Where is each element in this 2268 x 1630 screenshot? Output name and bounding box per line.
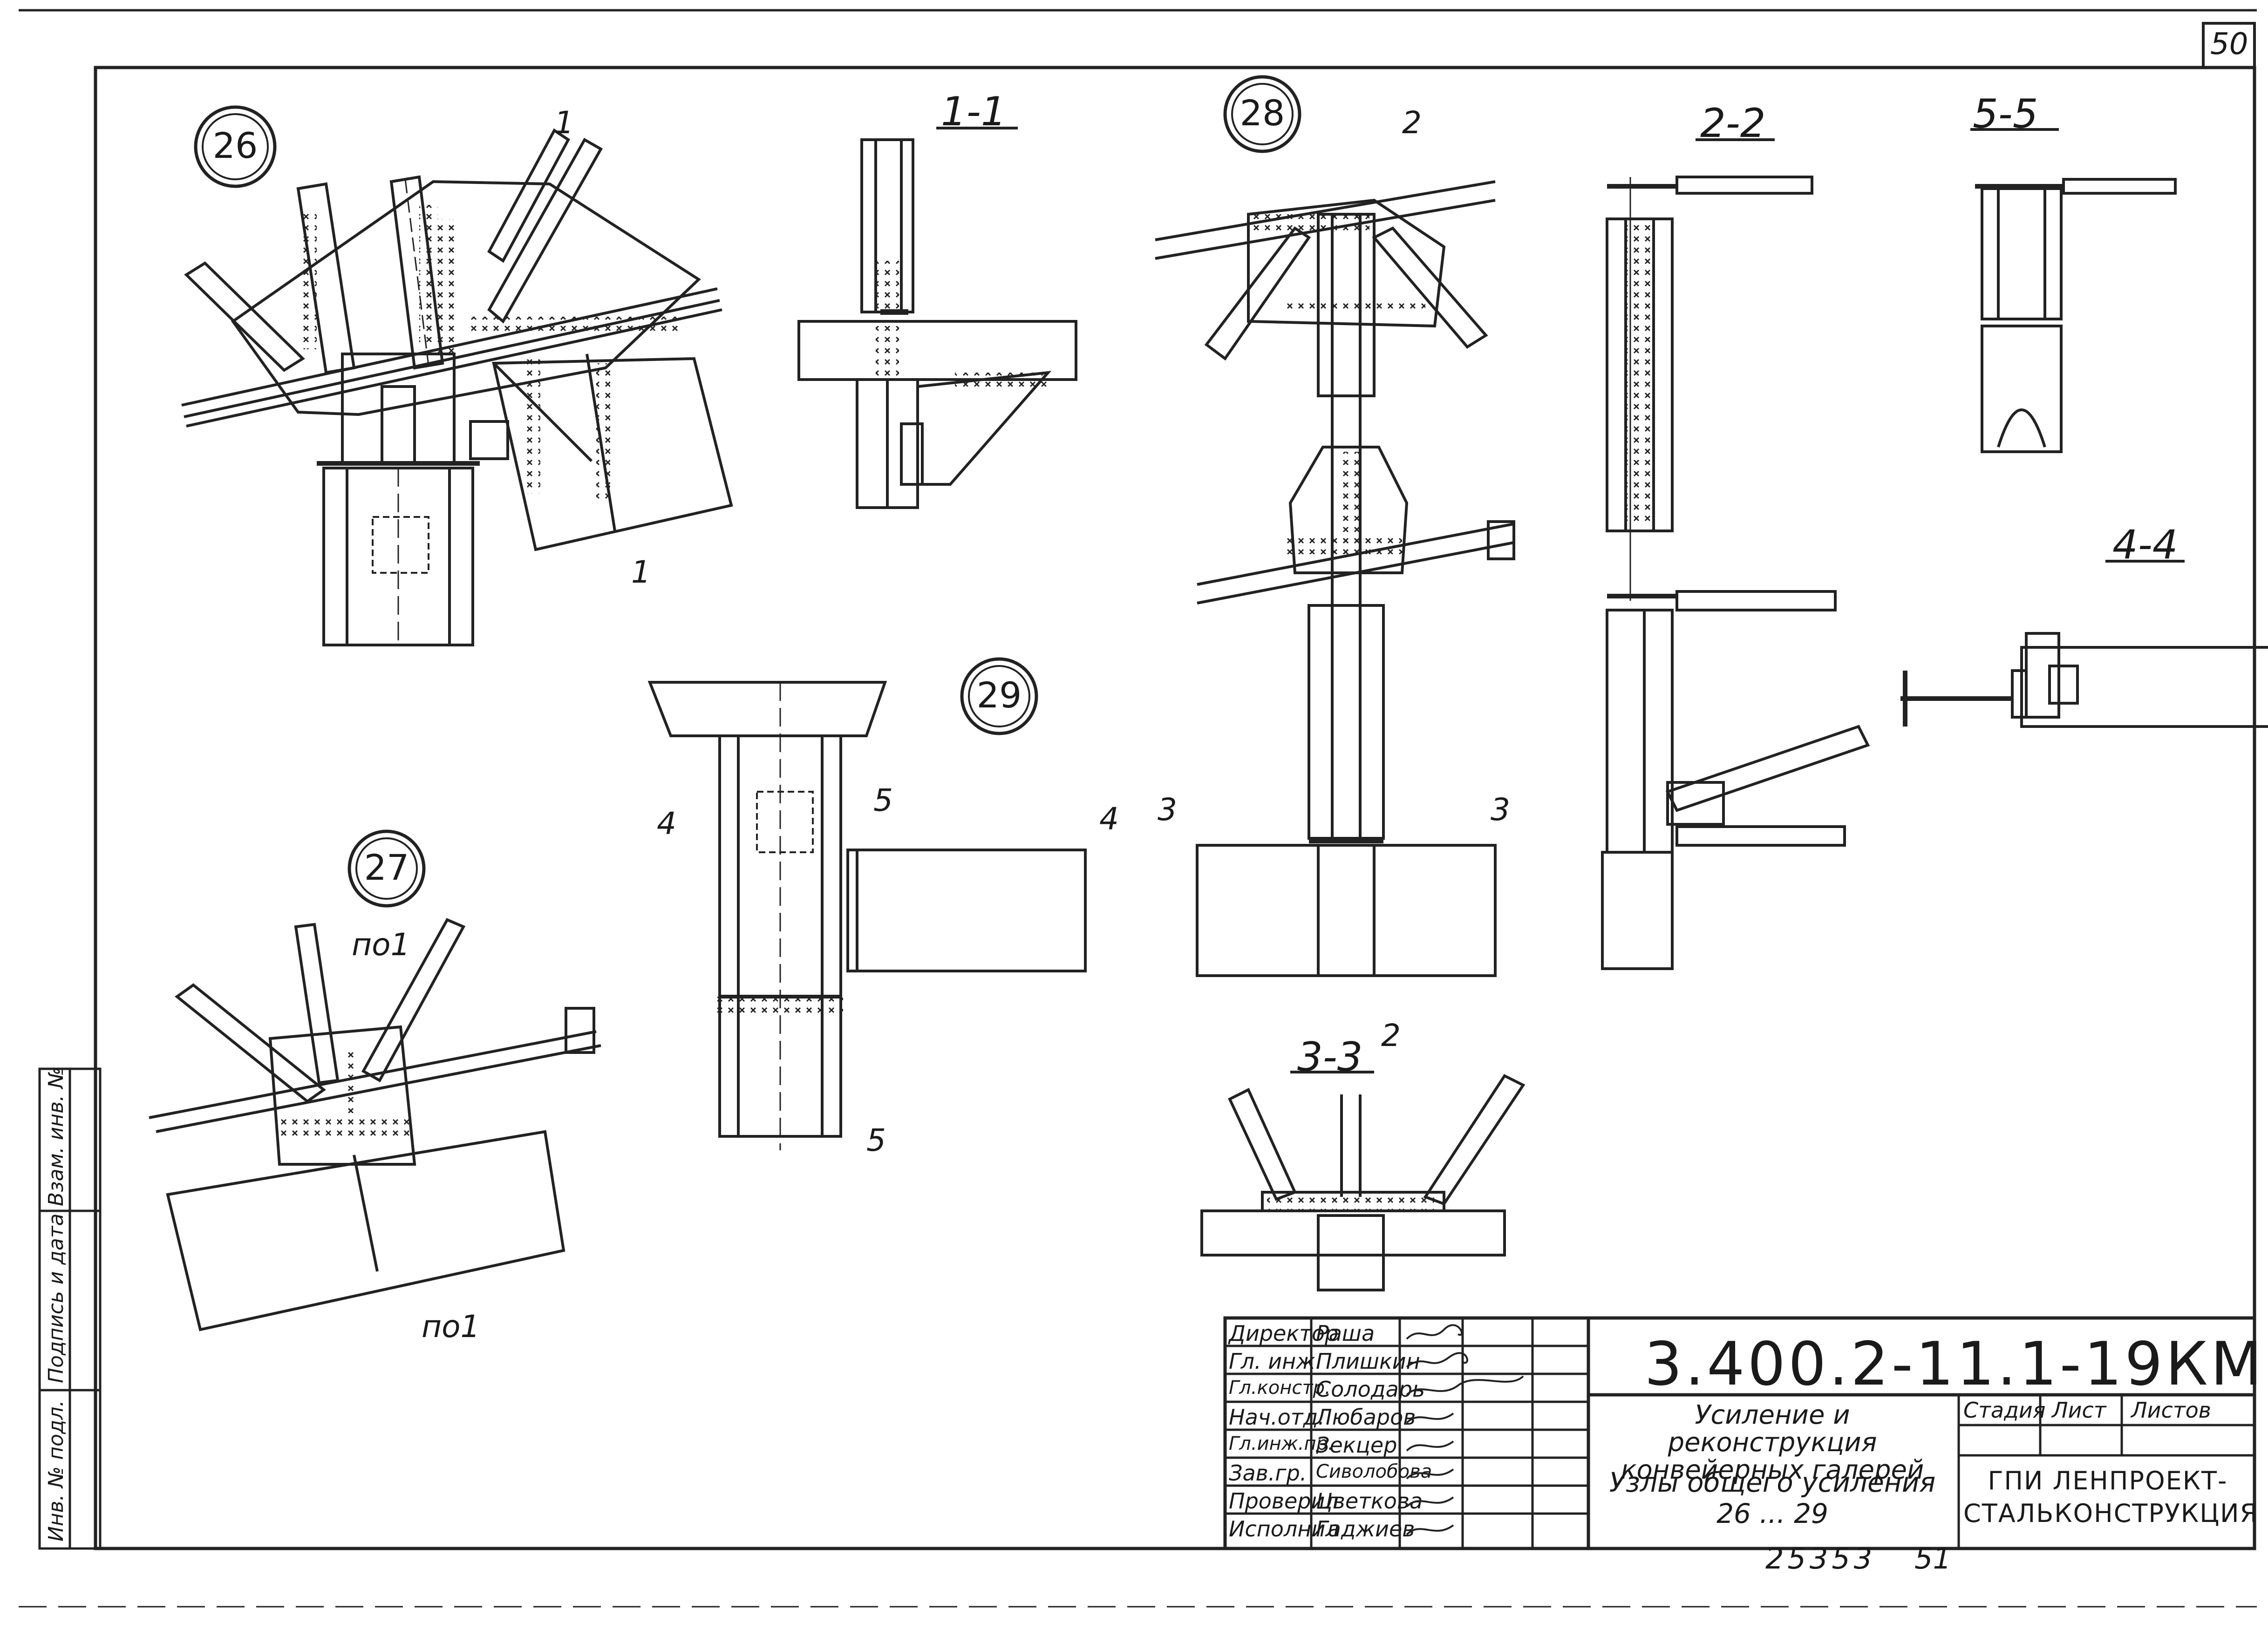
cut-mark-3-right: 3 bbox=[1491, 792, 1510, 828]
node-26-label: 26 bbox=[212, 125, 258, 166]
section-1-1-drawing bbox=[797, 127, 1077, 509]
cut-mark-4-right: 4 bbox=[1099, 801, 1119, 837]
section-2-2-drawing bbox=[1601, 138, 1870, 970]
section-title-4-4: 4-4 bbox=[2112, 522, 2178, 568]
tb-role-6: Проверил bbox=[1229, 1488, 1339, 1514]
section-title-2-2: 2-2 bbox=[1700, 100, 1766, 147]
drawing-code: 3.400.2-11.1-19КМ bbox=[1644, 1330, 2265, 1399]
section-4-4-drawing bbox=[1900, 560, 2268, 728]
cut-mark-4-left: 4 bbox=[657, 806, 676, 842]
node-27-label: 27 bbox=[364, 847, 409, 888]
node-28-drawing bbox=[1155, 75, 1515, 977]
section-title-3-3: 3-3 bbox=[1297, 1034, 1363, 1080]
organization-name: ГПИ ЛЕНПРОЕКТ-СТАЛЬКОНСТРУКЦИЯ bbox=[1963, 1466, 2259, 1528]
section-3-3-drawing bbox=[1200, 1071, 1526, 1291]
sheet-title: Узлы общего усиления 26 ... 29 bbox=[1609, 1467, 1936, 1529]
tb-role-3: Нач.отд. bbox=[1229, 1405, 1325, 1430]
tb-name-0: Раша bbox=[1316, 1321, 1375, 1346]
page-number: 51 bbox=[1914, 1542, 1951, 1576]
tb-col-stage: Стадия bbox=[1963, 1398, 2046, 1423]
tb-role-4: Гл.инж.пр. bbox=[1229, 1433, 1334, 1454]
section-5-5-drawing bbox=[1970, 128, 2177, 453]
cut-mark-po1-bottom: по1 bbox=[422, 1309, 480, 1345]
sheet-number: 50 bbox=[2210, 27, 2248, 61]
node-29-label: 29 bbox=[976, 674, 1022, 716]
tb-name-2: Солодарь bbox=[1316, 1377, 1425, 1402]
tb-role-2: Гл.констр. bbox=[1229, 1377, 1331, 1399]
tb-col-sheet: Лист bbox=[2052, 1398, 2106, 1423]
tb-role-7: Исполнил bbox=[1229, 1516, 1339, 1542]
tb-name-3: Любаров bbox=[1316, 1405, 1416, 1430]
cut-mark-po1-top: по1 bbox=[352, 927, 410, 963]
node-27-drawing bbox=[149, 829, 601, 1331]
tb-role-0: Директор bbox=[1229, 1321, 1339, 1346]
tb-name-1: Плишкин bbox=[1316, 1349, 1420, 1374]
project-title: Усиление и реконструкция конвейерных гал… bbox=[1621, 1400, 1924, 1485]
cut-mark-1-top: 1 bbox=[554, 105, 574, 141]
tb-role-5: Зав.гр. bbox=[1229, 1460, 1307, 1486]
section-title-1-1: 1-1 bbox=[941, 88, 1007, 135]
side-stamp-vzam-inv: Взам. инв. № bbox=[44, 1067, 68, 1206]
cut-mark-5-bottom: 5 bbox=[866, 1122, 886, 1158]
cut-mark-2-top: 2 bbox=[1402, 105, 1422, 141]
cut-mark-5-top: 5 bbox=[873, 782, 893, 818]
tb-col-sheets: Листов bbox=[2131, 1398, 2211, 1423]
sheet-frame bbox=[19, 9, 2257, 1608]
title-block-frame bbox=[1223, 1316, 2256, 1550]
section-title-5-5: 5-5 bbox=[1973, 91, 2038, 137]
node-29-drawing bbox=[647, 657, 1087, 1150]
signatures bbox=[1406, 1324, 1524, 1535]
tb-name-7: Гаджиев bbox=[1316, 1516, 1415, 1542]
tb-name-5: Сиволобова bbox=[1316, 1461, 1432, 1482]
tb-name-6: Цветкова bbox=[1316, 1488, 1423, 1514]
cut-mark-2-bottom: 2 bbox=[1381, 1018, 1401, 1053]
side-stamp-inv-podl: Инв. № подл. bbox=[44, 1400, 68, 1542]
side-stamp-podpis-data: Подпись и дата bbox=[44, 1213, 68, 1383]
inventory-number: 25353 bbox=[1765, 1542, 1876, 1576]
tb-role-1: Гл. инж. bbox=[1229, 1349, 1322, 1374]
side-stamp-frame bbox=[38, 1067, 102, 1550]
cut-mark-3-left: 3 bbox=[1158, 792, 1177, 828]
node-26-drawing bbox=[181, 105, 733, 646]
node-28-label: 28 bbox=[1240, 92, 1285, 134]
cut-mark-1-bottom: 1 bbox=[631, 554, 651, 590]
tb-name-4: Зекцер bbox=[1316, 1433, 1397, 1458]
